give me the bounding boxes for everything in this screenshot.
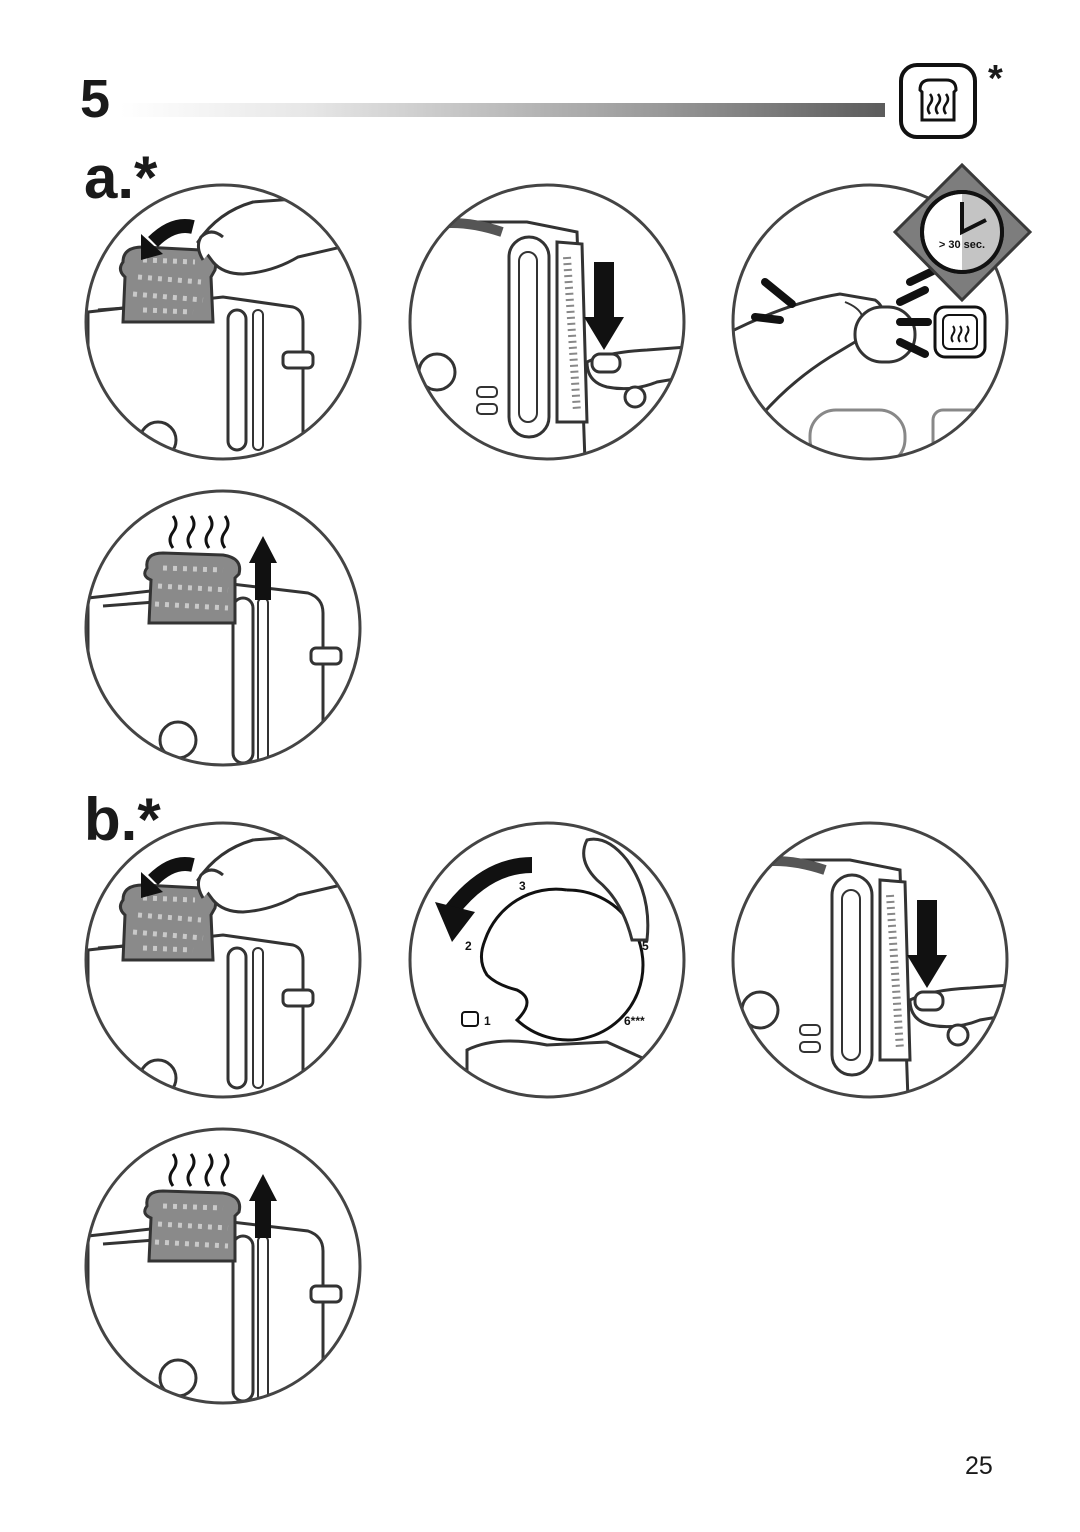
arrow-down-icon bbox=[907, 900, 947, 988]
dial-setting-3: 3 bbox=[519, 879, 526, 893]
section-b-label: b.* bbox=[84, 786, 161, 853]
defrost-small-icon bbox=[461, 1011, 479, 1027]
defrost-icon bbox=[933, 305, 987, 359]
step-b2-set-browning-dial: 3 2 5 1 6*** bbox=[407, 820, 687, 1100]
toast-heat-icon bbox=[898, 62, 978, 140]
step-divider-bar bbox=[120, 103, 885, 117]
step-a1-insert-bread bbox=[83, 182, 363, 462]
timer-label: > 30 sec. bbox=[939, 239, 985, 251]
rotate-arrow-icon bbox=[435, 857, 533, 942]
step-b1-insert-bread bbox=[83, 820, 363, 1100]
step-b3-press-lever bbox=[730, 820, 1010, 1100]
timer-icon: > 30 sec. bbox=[890, 160, 1035, 305]
page-number: 25 bbox=[965, 1452, 993, 1480]
dial-setting-6: 6*** bbox=[624, 1014, 645, 1028]
step-b4-toast-pops-up bbox=[83, 1126, 363, 1406]
step-a2-press-lever bbox=[407, 182, 687, 462]
dial-setting-5: 5 bbox=[642, 939, 649, 953]
step-a4-toast-pops-up bbox=[83, 488, 363, 768]
dial-setting-1: 1 bbox=[484, 1014, 491, 1028]
step-number: 5 bbox=[80, 69, 111, 129]
step-a3-defrost-button bbox=[730, 182, 1010, 462]
section-a-label: a.* bbox=[84, 144, 158, 211]
arrow-down-icon bbox=[584, 262, 624, 350]
mode-asterisk: * bbox=[988, 58, 1003, 100]
dial-setting-2: 2 bbox=[465, 939, 472, 953]
